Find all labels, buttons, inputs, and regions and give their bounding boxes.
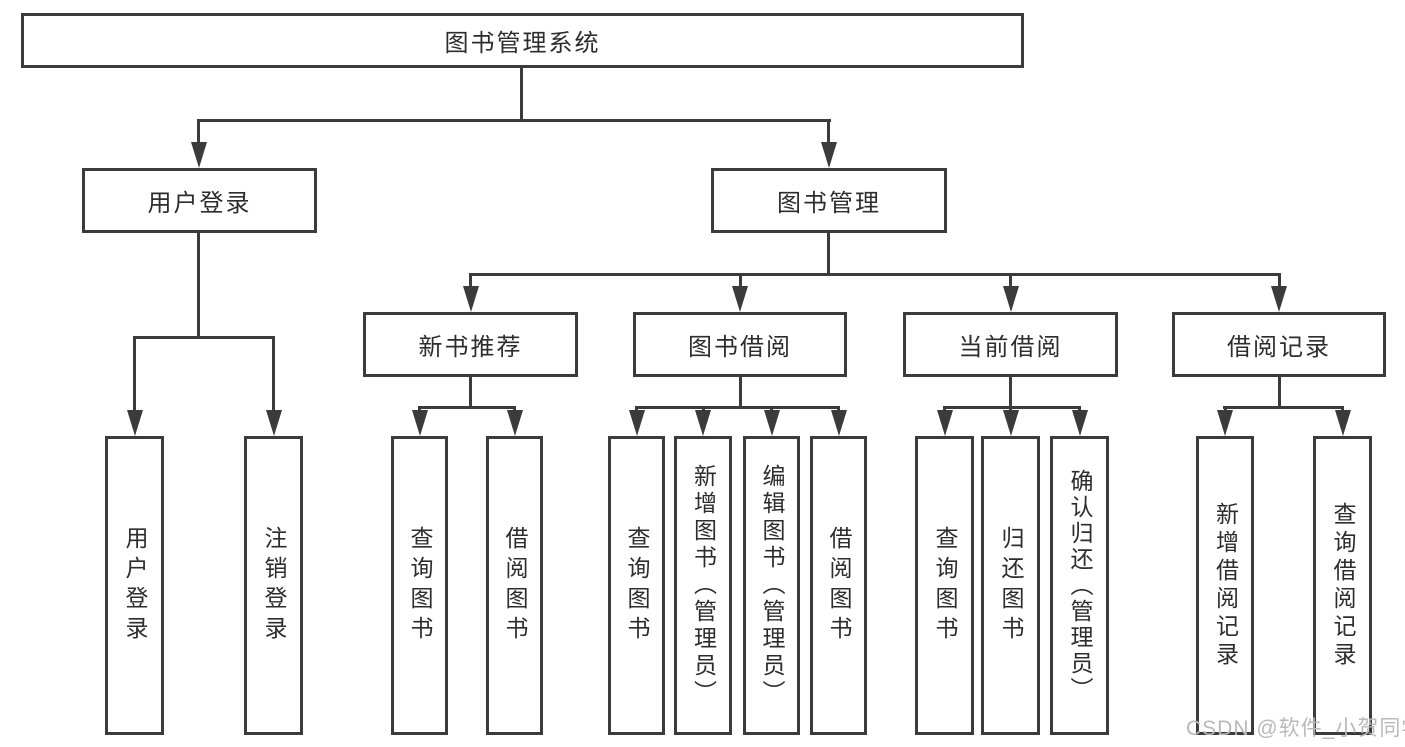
leaf-label: 查询图书: [932, 525, 958, 646]
connector-user-login-branch: [133, 336, 275, 339]
leaf-label: 新增图书（管理员）: [690, 464, 717, 707]
connector-records-branch: [1223, 406, 1344, 409]
csdn-watermark: CSDN @软件_小贺同学: [1186, 717, 1405, 740]
leaf-label: 查询借阅记录: [1330, 501, 1356, 670]
connector-to-records: [1278, 273, 1281, 291]
arrow-down-icon: [127, 410, 143, 436]
connector-to-borrow: [739, 273, 742, 291]
node-label: 图书管理: [777, 190, 881, 217]
leaf-add-books-admin: 新增图书（管理员）: [674, 436, 732, 735]
connector-to-leaf-login: [133, 336, 136, 414]
connector-book-mgmt-stem: [827, 233, 830, 276]
connector-to-user-login: [197, 119, 200, 147]
node-user-login: 用户登录: [82, 168, 317, 233]
connector-records-stem: [1278, 377, 1281, 409]
arrow-down-icon: [191, 142, 207, 168]
node-book-mgmt: 图书管理: [711, 168, 947, 233]
connector-book-borrow-branch: [635, 406, 840, 409]
node-new-book-rec: 新书推荐: [363, 312, 578, 377]
arrow-down-icon: [1271, 286, 1287, 312]
leaf-label: 归还图书: [998, 525, 1024, 646]
arrow-down-icon: [629, 410, 645, 436]
leaf-borrow-books-2: 借阅图书: [810, 436, 867, 735]
node-label: 当前借阅: [958, 334, 1063, 361]
leaf-label: 借阅图书: [502, 525, 528, 646]
node-label: 借阅记录: [1227, 334, 1331, 361]
leaf-label: 注销登录: [261, 525, 287, 646]
arrow-down-icon: [764, 410, 780, 436]
arrow-down-icon: [1003, 410, 1019, 436]
arrow-down-icon: [732, 286, 748, 312]
leaf-label: 查询图书: [624, 525, 650, 646]
arrow-down-icon: [266, 410, 282, 436]
arrow-down-icon: [1003, 286, 1019, 312]
connector-to-book-mgmt: [827, 119, 830, 147]
leaf-confirm-return-admin: 确认归还（管理员）: [1050, 436, 1109, 735]
leaf-user-login: 用户登录: [105, 436, 164, 735]
arrow-down-icon: [937, 410, 953, 436]
leaf-query-books-2: 查询图书: [608, 436, 665, 735]
node-label: 用户登录: [147, 190, 252, 217]
arrow-down-icon: [1072, 410, 1088, 436]
leaf-logout: 注销登录: [244, 436, 303, 735]
node-borrow-records: 借阅记录: [1172, 312, 1386, 377]
leaf-label: 编辑图书（管理员）: [759, 464, 785, 707]
connector-current-branch: [943, 406, 1081, 409]
leaf-return-books: 归还图书: [981, 436, 1040, 735]
node-current-borrow: 当前借阅: [903, 312, 1118, 377]
connector-to-new-book: [469, 273, 472, 291]
node-library-system: 图书管理系统: [21, 13, 1024, 68]
arrow-down-icon: [463, 286, 479, 312]
leaf-query-books-1: 查询图书: [391, 436, 448, 735]
node-label: 图书借阅: [688, 334, 792, 361]
arrow-down-icon: [507, 410, 523, 436]
connector-root-stem: [520, 68, 523, 122]
connector-new-book-stem: [469, 377, 472, 409]
leaf-label: 用户登录: [122, 525, 148, 646]
node-label: 新书推荐: [418, 334, 523, 361]
leaf-edit-books-admin: 编辑图书（管理员）: [743, 436, 800, 735]
leaf-label: 新增借阅记录: [1212, 501, 1239, 670]
arrow-down-icon: [412, 410, 428, 436]
leaf-query-borrow-record: 查询借阅记录: [1313, 436, 1372, 735]
node-book-borrow: 图书借阅: [633, 312, 847, 377]
arrow-down-icon: [831, 410, 847, 436]
leaf-label: 确认归还（管理员）: [1067, 468, 1093, 703]
connector-new-book-branch: [418, 406, 516, 409]
leaf-label: 借阅图书: [826, 525, 852, 646]
leaf-borrow-books-1: 借阅图书: [486, 436, 543, 735]
connector-current-stem: [1009, 377, 1012, 409]
leaf-add-borrow-record: 新增借阅记录: [1196, 436, 1254, 735]
node-label: 图书管理系统: [444, 30, 601, 57]
connector-book-mgmt-branch: [469, 273, 1281, 276]
connector-book-borrow-stem: [739, 377, 742, 409]
arrow-down-icon: [695, 410, 711, 436]
arrow-down-icon: [1217, 410, 1233, 436]
connector-to-leaf-logout: [272, 336, 275, 414]
arrow-down-icon: [1335, 410, 1351, 436]
connector-root-branch: [197, 119, 831, 122]
arrow-down-icon: [821, 142, 837, 168]
connector-user-login-stem: [197, 233, 200, 337]
leaf-label: 查询图书: [407, 525, 433, 646]
connector-to-current: [1009, 273, 1012, 291]
leaf-query-books-3: 查询图书: [915, 436, 974, 735]
